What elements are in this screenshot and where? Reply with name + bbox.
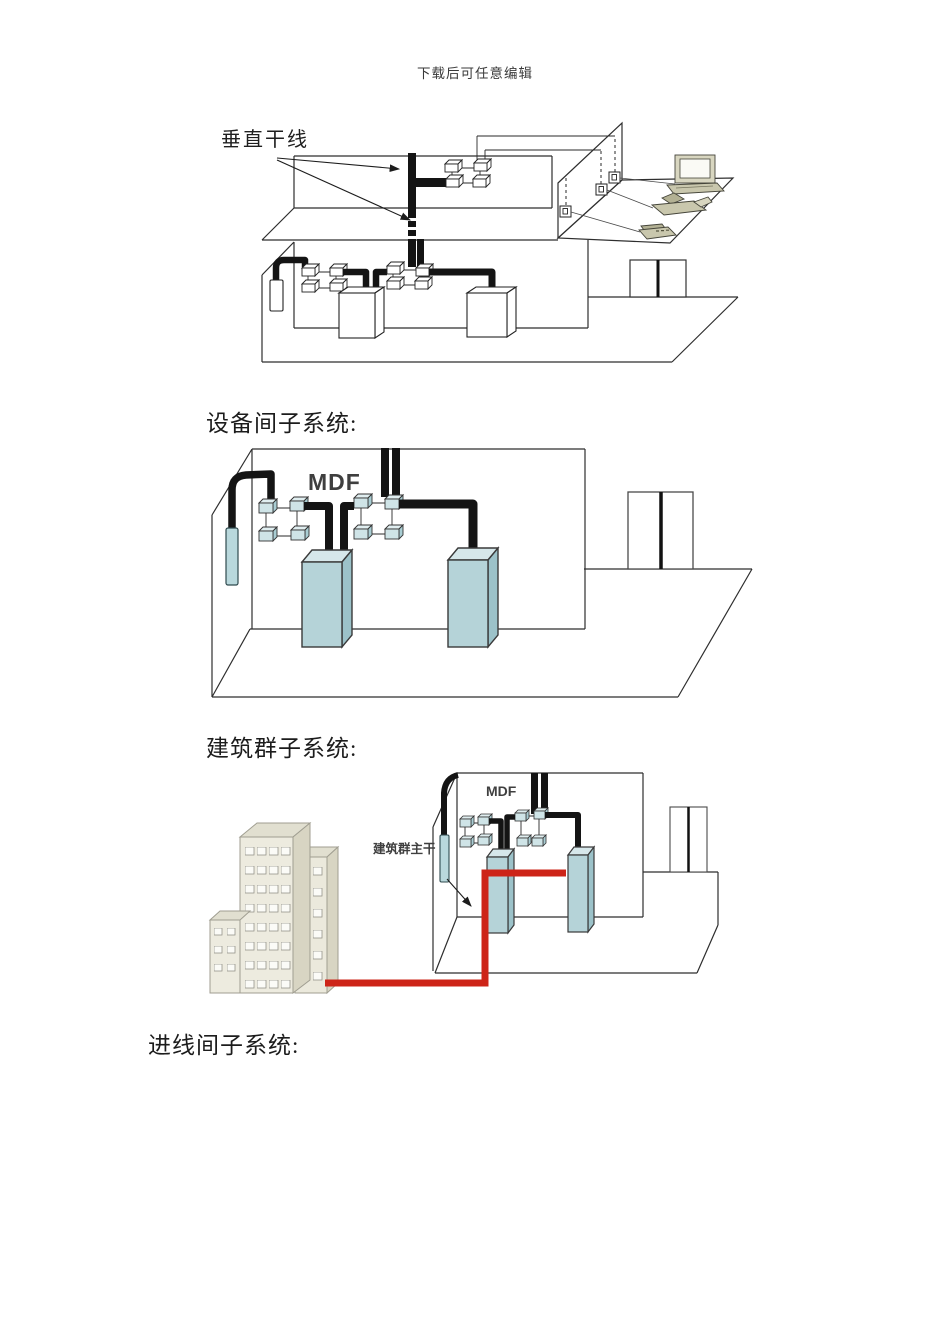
- section-label-equipment-room: 设备间子系统:: [206, 411, 358, 436]
- riser-cables: [531, 773, 548, 814]
- office-buildings: [208, 821, 340, 997]
- mdf-label: MDF: [486, 783, 517, 799]
- wall-outlet-icon: [559, 205, 572, 218]
- campus-backbone-label: 建筑群主干: [373, 841, 436, 856]
- figure-campus-subsystem: MDF 建筑群主干: [208, 772, 719, 997]
- riser-cables: [381, 448, 400, 497]
- wall-feeder-cable: [441, 772, 459, 837]
- vertical-backbone-cable: [408, 153, 446, 267]
- figure-vertical-backbone: 垂直干线: [221, 121, 739, 363]
- upper-patch-panels: [444, 158, 492, 188]
- building-left: [208, 910, 252, 994]
- equipment-cabinet: [337, 285, 386, 340]
- desktop-computer-icon: [666, 154, 725, 195]
- equipment-cabinet: [300, 548, 354, 649]
- mdf-label: MDF: [308, 469, 361, 495]
- horizontal-wiring: [476, 135, 616, 205]
- equipment-cabinet: [566, 845, 596, 934]
- elevator-shaft: [627, 491, 694, 570]
- distribution-frames: [258, 493, 404, 542]
- partition-wall: [557, 121, 623, 240]
- wall-outlet-icon: [595, 183, 608, 196]
- cabinet-feed-cables: [489, 812, 581, 857]
- section-label-campus: 建筑群子系统:: [206, 736, 358, 761]
- equipment-cabinet: [446, 546, 500, 649]
- device-connection-lines: [570, 177, 676, 233]
- wall-feeder-cable: [228, 470, 275, 530]
- wall-panel: [439, 834, 450, 883]
- vertical-backbone-label: 垂直干线: [221, 128, 309, 151]
- equipment-cabinet: [485, 847, 516, 935]
- building-main: [238, 821, 312, 997]
- fax-machine-icon: [650, 192, 713, 216]
- document-header: 下载后可任意编辑: [417, 66, 533, 81]
- section-label-entrance: 进线间子系统:: [148, 1033, 300, 1058]
- wall-panel: [269, 279, 284, 312]
- figure-equipment-room: MDF: [211, 448, 753, 698]
- label-arrows: [276, 157, 412, 221]
- wall-outlet-icon: [608, 171, 621, 184]
- wall-panel: [225, 527, 239, 586]
- campus-backbone-cable: [325, 869, 566, 987]
- telephone-icon: [638, 223, 677, 240]
- distribution-frames: [459, 807, 549, 848]
- backbone-arrow: [446, 878, 472, 907]
- equipment-cabinet: [465, 285, 518, 339]
- elevator-shaft: [629, 259, 687, 298]
- elevator-shaft: [669, 806, 708, 873]
- cabinet-feed-cables: [304, 499, 478, 558]
